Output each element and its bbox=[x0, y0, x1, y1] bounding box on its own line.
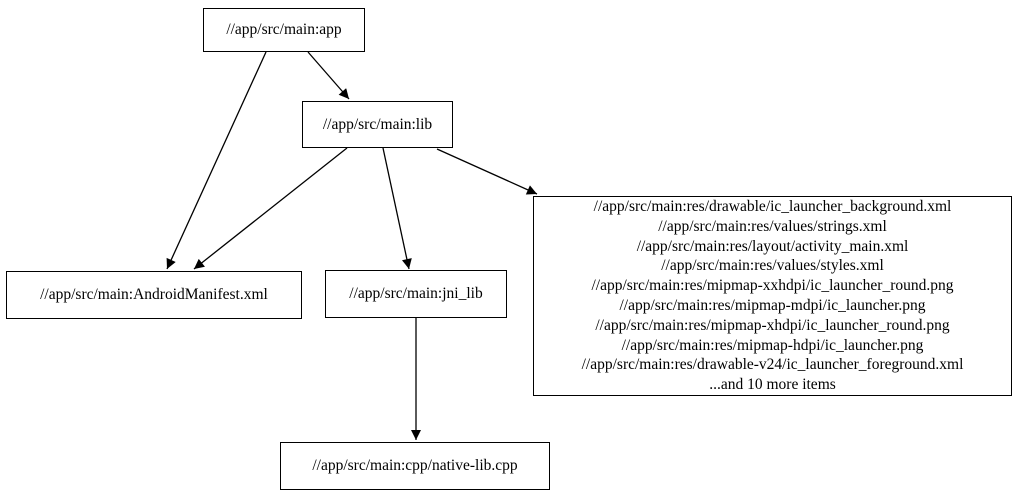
node-lib: //app/src/main:lib bbox=[302, 101, 453, 148]
edge-app-to-lib bbox=[307, 51, 350, 100]
res-group-line: //app/src/main:res/values/styles.xml bbox=[661, 257, 884, 275]
node-native-lib-cpp-label: //app/src/main:cpp/native-lib.cpp bbox=[312, 457, 518, 474]
res-group-line: //app/src/main:res/mipmap-mdpi/ic_launch… bbox=[619, 297, 926, 314]
node-android-manifest-label: //app/src/main:AndroidManifest.xml bbox=[40, 286, 268, 303]
edge-lib-to-res-group bbox=[436, 148, 538, 195]
res-group-line: //app/src/main:res/layout/activity_main.… bbox=[636, 237, 909, 255]
node-res-group: //app/src/main:res/drawable/ic_launcher_… bbox=[533, 196, 1012, 396]
edge-lib-to-android-manifest bbox=[193, 147, 348, 270]
res-group-line: //app/src/main:res/mipmap-xxhdpi/ic_laun… bbox=[591, 277, 954, 295]
res-group-line: //app/src/main:res/mipmap-xhdpi/ic_launc… bbox=[595, 316, 950, 334]
edge-app-to-android-manifest bbox=[166, 51, 267, 270]
edge-lib-to-jni-lib bbox=[382, 147, 412, 270]
res-group-line: //app/src/main:res/drawable-v24/ic_launc… bbox=[581, 356, 964, 374]
node-android-manifest: //app/src/main:AndroidManifest.xml bbox=[6, 271, 302, 319]
node-jni-lib-label: //app/src/main:jni_lib bbox=[349, 285, 483, 302]
res-group-more-items: ...and 10 more items bbox=[709, 376, 836, 394]
node-app: //app/src/main:app bbox=[203, 8, 365, 52]
node-native-lib-cpp: //app/src/main:cpp/native-lib.cpp bbox=[280, 442, 550, 490]
res-group-line: //app/src/main:res/drawable/ic_launcher_… bbox=[593, 198, 952, 216]
res-group-line: //app/src/main:res/values/strings.xml bbox=[658, 217, 887, 235]
node-jni-lib: //app/src/main:jni_lib bbox=[325, 270, 507, 318]
node-app-label: //app/src/main:app bbox=[226, 21, 342, 38]
node-lib-label: //app/src/main:lib bbox=[322, 115, 433, 133]
res-group-line: //app/src/main:res/mipmap-hdpi/ic_launch… bbox=[621, 336, 924, 354]
